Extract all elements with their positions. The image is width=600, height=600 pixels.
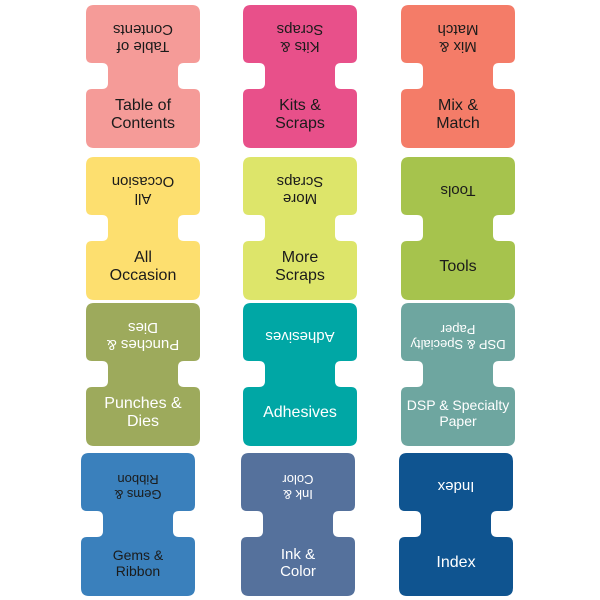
tab-gems-and-ribbon: Gems & Ribbon Gems & Ribbon bbox=[81, 453, 195, 596]
tab-ink-and-color: Ink & Color Ink & Color bbox=[241, 453, 355, 596]
tab-label-bottom: More Scraps bbox=[275, 248, 325, 284]
tab-shape bbox=[241, 453, 355, 596]
tab-label-bottom: Ink & Color bbox=[280, 545, 316, 580]
tab-shape bbox=[399, 453, 513, 596]
tab-adhesives: Adhesives Adhesives bbox=[243, 303, 357, 446]
tab-shape bbox=[86, 157, 200, 300]
tab-label-bottom: Adhesives bbox=[263, 403, 337, 421]
tab-label-bottom: Table of Contents bbox=[110, 96, 176, 132]
tab-punches-and-dies: Punches & Dies Punches & Dies bbox=[86, 303, 200, 446]
tab-label-bottom: Tools bbox=[439, 257, 477, 275]
tab-label-top: Punches & Dies bbox=[106, 319, 180, 354]
tab-shape bbox=[86, 303, 200, 446]
tab-shape bbox=[401, 303, 515, 446]
tab-label-top: More Scraps bbox=[276, 173, 324, 208]
tab-label-top: Table of Contents bbox=[112, 21, 174, 56]
tab-label-top: Kits & Scraps bbox=[276, 21, 324, 56]
tab-shape bbox=[81, 453, 195, 596]
tab-shape bbox=[243, 303, 357, 446]
tab-mix-and-match: Mix & Match Mix & Match bbox=[401, 5, 515, 148]
tab-index: Index Index bbox=[399, 453, 513, 596]
tab-more-scraps: More Scraps More Scraps bbox=[243, 157, 357, 300]
tab-label-top: Index bbox=[437, 477, 475, 495]
tab-label-top: DSP & Specialty Paper bbox=[410, 322, 506, 352]
tab-all-occasion: All Occasion All Occasion bbox=[86, 157, 200, 300]
tab-label-top: All Occasion bbox=[111, 173, 175, 208]
tab-label-bottom: Kits & Scraps bbox=[275, 96, 325, 132]
tab-label-bottom: Punches & Dies bbox=[104, 394, 182, 430]
tab-shape bbox=[86, 5, 200, 148]
tab-label-top: Tools bbox=[440, 181, 476, 199]
tab-label-bottom: DSP & Specialty Paper bbox=[406, 396, 510, 429]
tab-shape bbox=[401, 5, 515, 148]
tab-label-top: Ink & Color bbox=[282, 472, 314, 502]
tab-shape bbox=[401, 157, 515, 300]
tab-label-bottom: Mix & Match bbox=[436, 96, 480, 132]
tab-label-top: Mix & Match bbox=[437, 21, 479, 56]
tab-shape bbox=[243, 157, 357, 300]
tab-label-top: Adhesives bbox=[265, 327, 335, 345]
tab-dsp-and-specialty-paper: DSP & Specialty Paper DSP & Specialty Pa… bbox=[401, 303, 515, 446]
tab-label-bottom: All Occasion bbox=[109, 248, 177, 284]
tab-tools: Tools Tools bbox=[401, 157, 515, 300]
tab-label-top: Gems & Ribbon bbox=[114, 472, 162, 502]
tab-shape bbox=[243, 5, 357, 148]
tab-kits-and-scraps: Kits & Scraps Kits & Scraps bbox=[243, 5, 357, 148]
tab-label-bottom: Gems & Ribbon bbox=[112, 546, 164, 579]
tab-table-of-contents: Table of Contents Table of Contents bbox=[86, 5, 200, 148]
tab-label-bottom: Index bbox=[436, 553, 476, 571]
